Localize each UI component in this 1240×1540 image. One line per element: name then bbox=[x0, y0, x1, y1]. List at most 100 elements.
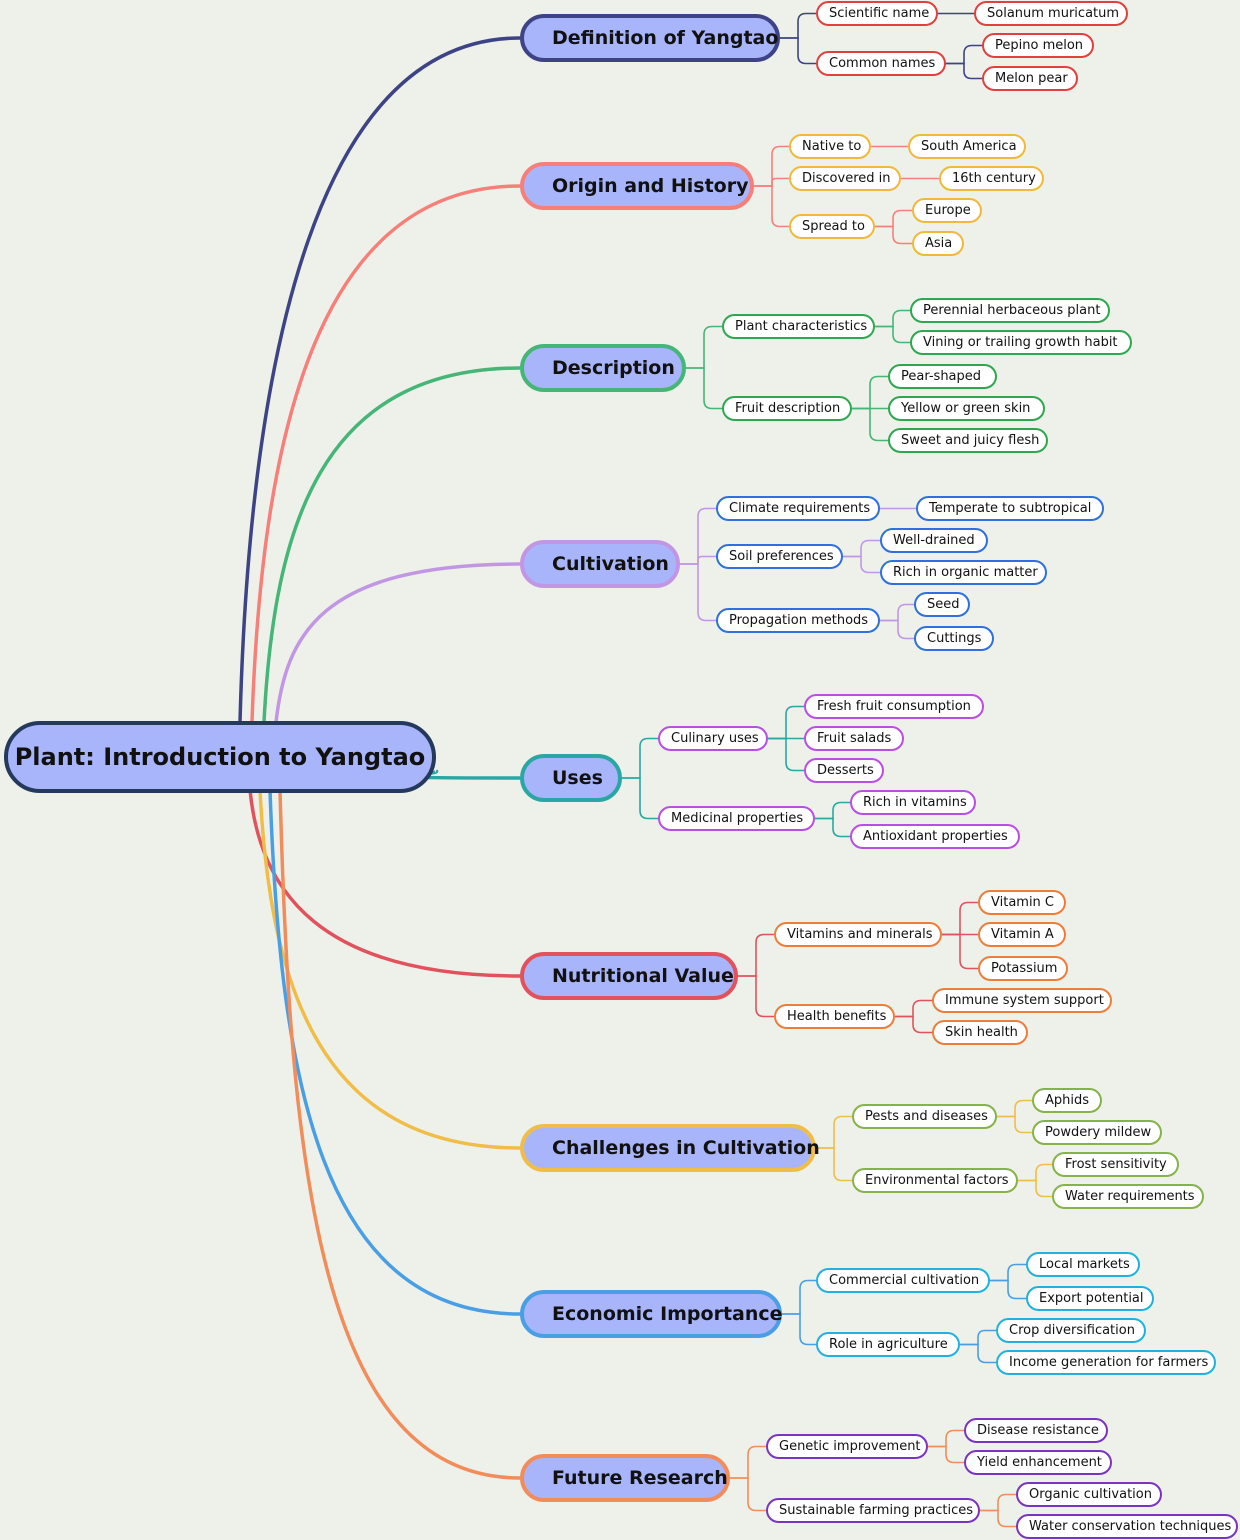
leaf-node[interactable]: Vitamin A bbox=[978, 922, 1066, 947]
leaf-node[interactable]: Organic cultivation bbox=[1016, 1482, 1162, 1507]
sub-connector bbox=[738, 933, 774, 977]
leaf-connector bbox=[875, 325, 910, 344]
leaf-connector bbox=[960, 1343, 996, 1364]
subtopic-node[interactable]: Propagation methods bbox=[716, 608, 880, 633]
leaf-node[interactable]: Local markets bbox=[1026, 1252, 1140, 1277]
root-topic[interactable]: Plant: Introduction to Yangtao bbox=[4, 721, 436, 793]
leaf-node[interactable]: Water requirements bbox=[1052, 1184, 1204, 1209]
leaf-connector bbox=[990, 1263, 1026, 1282]
sub-connector bbox=[754, 177, 789, 187]
leaf-node[interactable]: Pepino melon bbox=[982, 33, 1094, 58]
subtopic-node[interactable]: Role in agriculture bbox=[816, 1332, 960, 1357]
leaf-node[interactable]: Frost sensitivity bbox=[1052, 1152, 1179, 1177]
sub-connector bbox=[686, 325, 722, 369]
leaf-connector bbox=[997, 1115, 1032, 1134]
branch-uses[interactable]: Uses bbox=[520, 754, 622, 802]
branch-nutrition[interactable]: Nutritional Value bbox=[520, 952, 738, 1000]
leaf-node[interactable]: Aphids bbox=[1032, 1088, 1102, 1113]
leaf-node[interactable]: Rich in vitamins bbox=[850, 790, 976, 815]
subtopic-node[interactable]: Culinary uses bbox=[658, 726, 768, 751]
subtopic-node[interactable]: Health benefits bbox=[774, 1004, 895, 1029]
subtopic-node[interactable]: Climate requirements bbox=[716, 496, 880, 521]
branch-connector-economic bbox=[268, 789, 521, 1316]
branch-economic[interactable]: Economic Importance bbox=[520, 1290, 783, 1338]
branch-cultivation[interactable]: Cultivation bbox=[520, 540, 680, 588]
subtopic-node[interactable]: Pests and diseases bbox=[852, 1104, 997, 1129]
leaf-connector bbox=[815, 817, 850, 838]
sub-connector bbox=[754, 145, 789, 187]
subtopic-node[interactable]: Common names bbox=[816, 51, 946, 76]
subtopic-node[interactable]: Spread to bbox=[789, 214, 875, 239]
leaf-node[interactable]: Water conservation techniques bbox=[1016, 1514, 1238, 1539]
leaf-node[interactable]: Pear-shaped bbox=[888, 364, 997, 389]
sub-connector bbox=[730, 1477, 766, 1512]
branch-connector-challenges bbox=[258, 789, 521, 1150]
subtopic-node[interactable]: Discovered in bbox=[789, 166, 901, 191]
leaf-node[interactable]: Yellow or green skin bbox=[888, 396, 1045, 421]
subtopic-node[interactable]: Medicinal properties bbox=[658, 806, 815, 831]
sub-connector bbox=[680, 555, 716, 565]
subtopic-node[interactable]: Genetic improvement bbox=[766, 1434, 928, 1459]
leaf-node[interactable]: Income generation for farmers bbox=[996, 1350, 1216, 1375]
leaf-node[interactable]: Perennial herbaceous plant bbox=[910, 298, 1110, 323]
leaf-node[interactable]: Europe bbox=[912, 198, 982, 223]
leaf-node[interactable]: Sweet and juicy flesh bbox=[888, 428, 1048, 453]
leaf-node[interactable]: Yield enhancement bbox=[964, 1450, 1112, 1475]
branch-connector-origin bbox=[250, 184, 521, 723]
leaf-node[interactable]: Crop diversification bbox=[996, 1318, 1146, 1343]
subtopic-node[interactable]: Fruit description bbox=[722, 396, 852, 421]
leaf-connector bbox=[895, 1015, 932, 1034]
leaf-node[interactable]: Temperate to subtropical bbox=[916, 496, 1104, 521]
branch-research[interactable]: Future Research bbox=[520, 1454, 730, 1502]
leaf-node[interactable]: Vining or trailing growth habit bbox=[910, 330, 1132, 355]
leaf-node[interactable]: Cuttings bbox=[914, 626, 994, 651]
leaf-node[interactable]: Skin health bbox=[932, 1020, 1028, 1045]
branch-connector-description bbox=[262, 366, 521, 723]
leaf-connector bbox=[768, 737, 804, 772]
leaf-connector bbox=[880, 619, 914, 640]
leaf-connector bbox=[980, 1493, 1016, 1512]
branch-definition[interactable]: Definition of Yangtao bbox=[520, 14, 780, 62]
leaf-node[interactable]: Vitamin C bbox=[978, 890, 1066, 915]
leaf-node[interactable]: Immune system support bbox=[932, 988, 1112, 1013]
sub-connector bbox=[738, 975, 774, 1018]
leaf-node[interactable]: Export potential bbox=[1026, 1286, 1154, 1311]
subtopic-node[interactable]: Vitamins and minerals bbox=[774, 922, 942, 947]
subtopic-node[interactable]: Sustainable farming practices bbox=[766, 1498, 980, 1523]
branch-description[interactable]: Description bbox=[520, 344, 686, 392]
subtopic-node[interactable]: Commercial cultivation bbox=[816, 1268, 990, 1293]
sub-connector bbox=[816, 1147, 852, 1182]
leaf-node[interactable]: Desserts bbox=[804, 758, 884, 783]
leaf-connector bbox=[990, 1279, 1026, 1300]
leaf-node[interactable]: Melon pear bbox=[982, 66, 1078, 91]
leaf-connector bbox=[942, 933, 978, 970]
leaf-node[interactable]: Rich in organic matter bbox=[880, 560, 1047, 585]
leaf-connector bbox=[980, 1509, 1016, 1528]
leaf-node[interactable]: 16th century bbox=[939, 166, 1044, 191]
leaf-node[interactable]: Well-drained bbox=[880, 528, 988, 553]
leaf-node[interactable]: Fresh fruit consumption bbox=[804, 694, 984, 719]
subtopic-node[interactable]: Soil preferences bbox=[716, 544, 843, 569]
leaf-connector bbox=[852, 407, 888, 442]
branch-origin[interactable]: Origin and History bbox=[520, 162, 754, 210]
leaf-node[interactable]: Potassium bbox=[978, 956, 1068, 981]
subtopic-node[interactable]: Native to bbox=[789, 134, 871, 159]
leaf-node[interactable]: Powdery mildew bbox=[1032, 1120, 1162, 1145]
leaf-connector bbox=[928, 1445, 964, 1464]
leaf-node[interactable]: Disease resistance bbox=[964, 1418, 1108, 1443]
leaf-node[interactable]: Asia bbox=[912, 231, 964, 256]
leaf-node[interactable]: Seed bbox=[914, 592, 970, 617]
subtopic-node[interactable]: Environmental factors bbox=[852, 1168, 1018, 1193]
leaf-node[interactable]: Antioxidant properties bbox=[850, 824, 1020, 849]
leaf-connector bbox=[1018, 1163, 1052, 1182]
branch-challenges[interactable]: Challenges in Cultivation bbox=[520, 1124, 820, 1172]
subtopic-node[interactable]: Plant characteristics bbox=[722, 314, 875, 339]
leaf-node[interactable]: Solanum muricatum bbox=[974, 1, 1128, 26]
sub-connector bbox=[782, 1313, 816, 1346]
subtopic-node[interactable]: Scientific name bbox=[816, 1, 938, 26]
leaf-node[interactable]: Fruit salads bbox=[804, 726, 904, 751]
leaf-connector bbox=[875, 209, 912, 228]
leaf-connector bbox=[815, 801, 850, 820]
leaf-node[interactable]: South America bbox=[908, 134, 1026, 159]
